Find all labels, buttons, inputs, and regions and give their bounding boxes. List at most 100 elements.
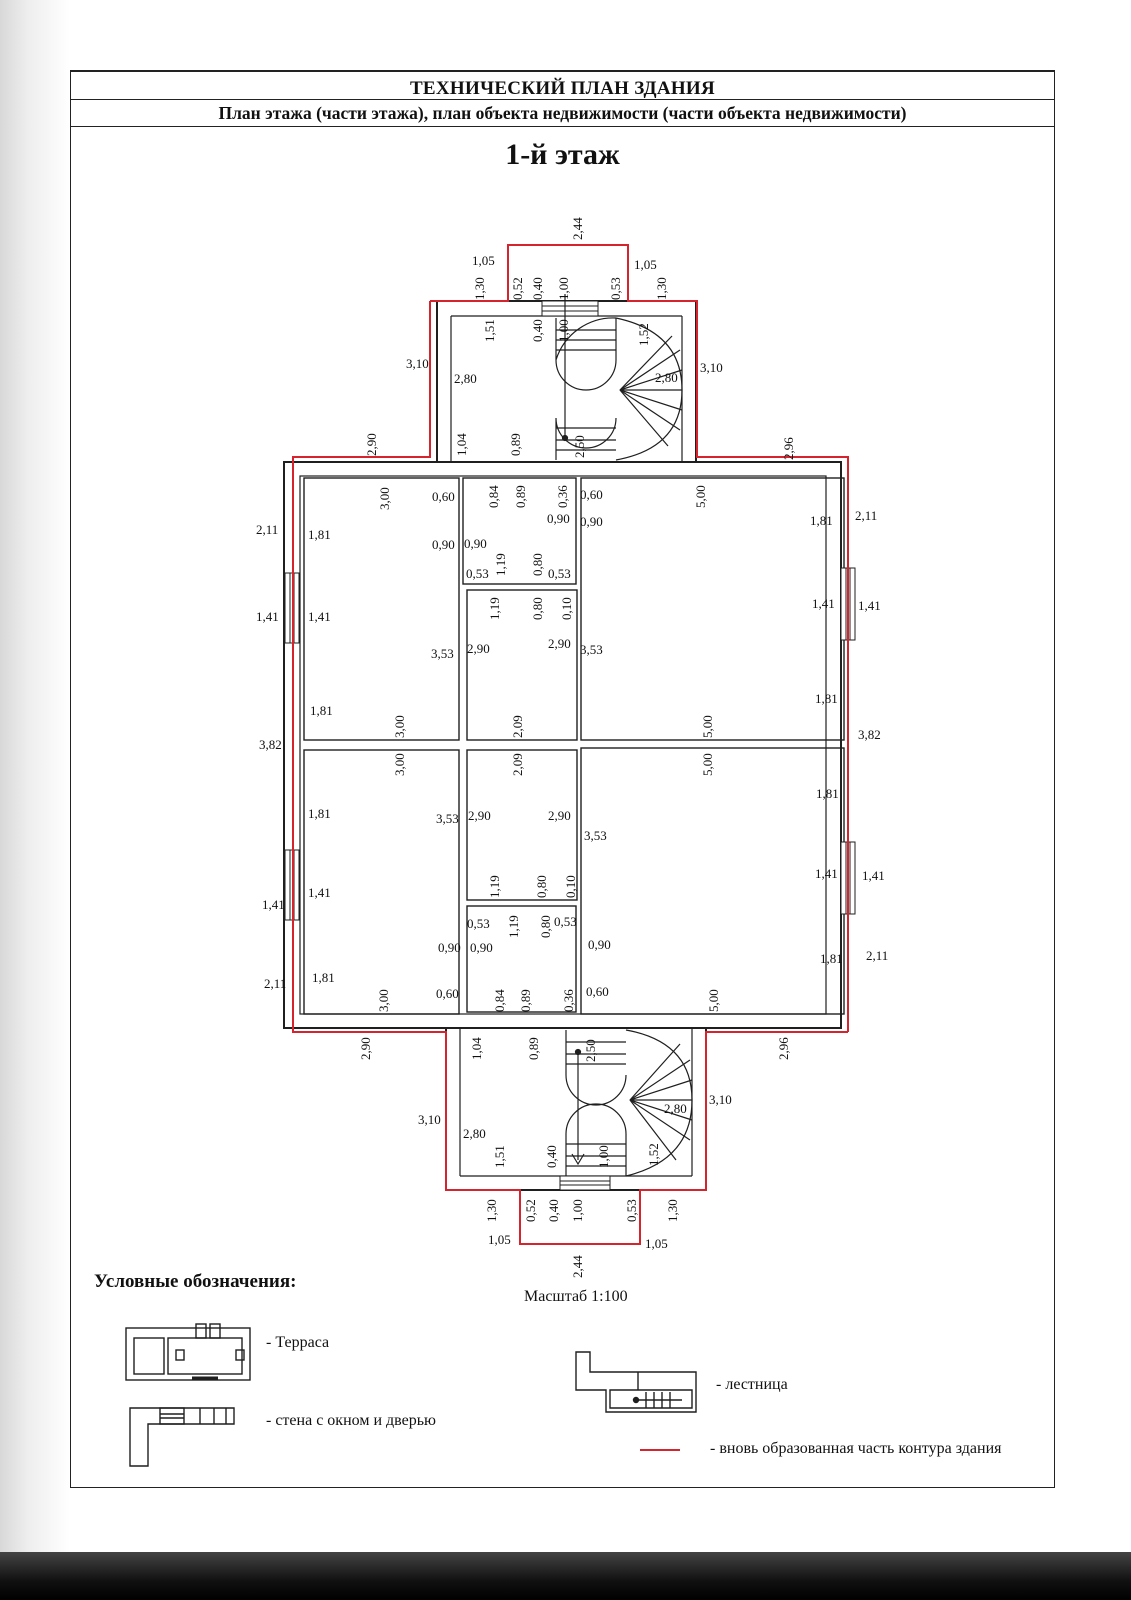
dim-label: 1,30 [665, 1199, 680, 1222]
room-upper-right [580, 477, 845, 741]
stair-legend-icon [575, 1351, 697, 1413]
dim-label: 0,53 [608, 277, 623, 300]
dim-label: 1,81 [308, 806, 331, 821]
dim-label: 0,10 [559, 597, 574, 620]
dim-label: 2,09 [510, 753, 525, 776]
dim-label: 2,44 [570, 1255, 585, 1278]
room-upper-vestibule [462, 477, 577, 585]
dim-label: 0,53 [467, 916, 490, 931]
dim-label: 2,90 [467, 641, 490, 656]
dim-label: 3,00 [392, 753, 407, 776]
dim-label: 3,53 [436, 811, 459, 826]
main-block-inner [299, 475, 827, 1015]
room-upper-left [303, 477, 460, 741]
dim-label: 3,00 [392, 715, 407, 738]
dim-label: 1,81 [816, 786, 839, 801]
window-bottom-porch [559, 1175, 611, 1191]
dim-label: 3,10 [700, 360, 723, 375]
dim-label: 1,19 [487, 875, 502, 898]
dim-label: 2,90 [358, 1037, 373, 1060]
document-title: ТЕХНИЧЕСКИЙ ПЛАН ЗДАНИЯ [409, 78, 716, 99]
window-top-porch [541, 300, 599, 317]
contour-new-red [292, 244, 849, 1245]
terrace-legend-icon [125, 1323, 251, 1381]
room-lower-vestibule [466, 905, 577, 1013]
dim-label: 0,10 [563, 875, 578, 898]
dim-label: 0,80 [530, 553, 545, 576]
stair-bottom [565, 1029, 693, 1177]
dim-label: 2,90 [548, 808, 571, 823]
dim-label: 3,00 [377, 487, 392, 510]
dim-label: 1,30 [654, 277, 669, 300]
dim-label: 5,00 [693, 485, 708, 508]
dim-label: 2,44 [570, 217, 585, 240]
dim-label: 1,81 [815, 691, 838, 706]
dim-label: 2,80 [463, 1126, 486, 1141]
interior-walls [303, 477, 845, 1015]
dimension-labels: 1,05 2,44 1,05 1,30 0,52 0,40 1,00 0,53 … [256, 217, 888, 1278]
dim-label: 0,84 [486, 485, 501, 508]
dim-label: 0,84 [492, 989, 507, 1012]
scale-label: Масштаб 1:100 [524, 1288, 628, 1305]
dim-label: 1,30 [484, 1199, 499, 1222]
red-contour-legend-line [640, 1449, 680, 1451]
stair-top [555, 294, 683, 461]
dim-label: 3,53 [431, 646, 454, 661]
dim-label: 1,41 [262, 897, 285, 912]
dim-label: 0,90 [588, 937, 611, 952]
dim-label: 1,00 [570, 1199, 585, 1222]
dim-label: 1,19 [493, 553, 508, 576]
dim-label: 1,04 [454, 433, 469, 456]
dim-label: 1,41 [256, 609, 279, 624]
dim-label: 0,89 [526, 1037, 541, 1060]
dim-label: 5,00 [700, 715, 715, 738]
dim-label: 1,81 [810, 513, 833, 528]
dim-label: 1,19 [487, 597, 502, 620]
legend-contour-label: - вновь образованная часть контура здани… [710, 1440, 1002, 1457]
dim-label: 2,96 [776, 1037, 791, 1060]
dim-label: 0,90 [580, 514, 603, 529]
dim-label: 0,90 [438, 940, 461, 955]
dim-label: 0,53 [624, 1199, 639, 1222]
title-divider [70, 99, 1055, 100]
dim-label: 1,51 [492, 1145, 507, 1168]
floor-heading: 1-й этаж [505, 138, 620, 171]
dim-label: 3,10 [709, 1092, 732, 1107]
dim-label: 2,96 [781, 437, 796, 460]
dim-label: 0,80 [530, 597, 545, 620]
main-block-outer [283, 461, 842, 1029]
dim-label: 3,53 [584, 828, 607, 843]
room-lower-left [303, 749, 460, 1015]
legend-stair-label: - лестница [716, 1376, 788, 1393]
dim-label: 0,53 [548, 566, 571, 581]
room-upper-center [466, 589, 578, 741]
dim-label: 0,52 [510, 277, 525, 300]
dim-label: 1,41 [815, 866, 838, 881]
dim-label: 2,90 [364, 433, 379, 456]
dim-label: 5,00 [700, 753, 715, 776]
dim-label: 3,10 [406, 356, 429, 371]
dim-label: 0,53 [466, 566, 489, 581]
dim-label: 1,41 [812, 596, 835, 611]
dim-label: 0,40 [544, 1145, 559, 1168]
dim-label: 1,41 [858, 598, 881, 613]
dim-label: 0,80 [534, 875, 549, 898]
dim-label: 0,40 [546, 1199, 561, 1222]
dim-label: 1,05 [488, 1232, 511, 1247]
dim-label: 2,90 [548, 636, 571, 651]
dim-label: 1,81 [820, 951, 843, 966]
legend-wall-label: - стена с окном и дверью [266, 1412, 436, 1429]
dim-label: 0,60 [580, 487, 603, 502]
dim-label: 0,53 [554, 914, 577, 929]
dim-label: 1,00 [596, 1145, 611, 1168]
dim-label: 1,81 [308, 527, 331, 542]
dim-label: 1,41 [308, 885, 331, 900]
dim-label: 2,80 [454, 371, 477, 386]
dim-label: 0,60 [432, 489, 455, 504]
dim-label: 2,11 [264, 976, 286, 991]
dim-label: 1,30 [472, 277, 487, 300]
dim-label: 1,00 [556, 277, 571, 300]
dim-label: 1,05 [634, 257, 657, 272]
dim-label: 3,53 [580, 642, 603, 657]
dim-label: 2,11 [256, 522, 278, 537]
